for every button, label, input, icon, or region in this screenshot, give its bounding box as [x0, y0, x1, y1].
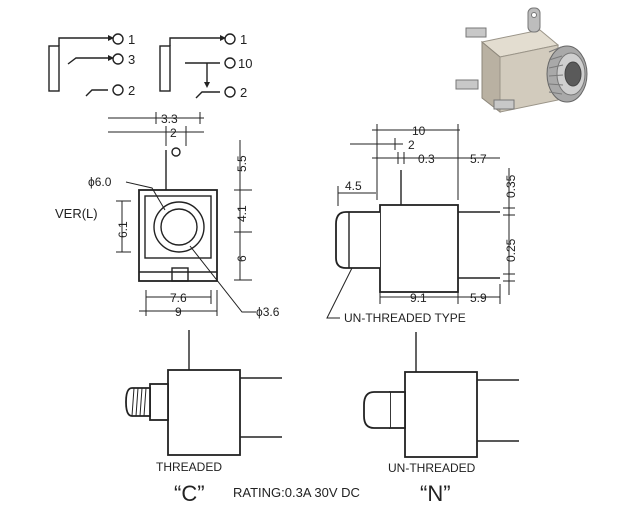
dim-pin-length: 5.9 [470, 291, 487, 305]
dim-inner-height-b: 6 [235, 255, 249, 262]
product-photo [455, 7, 588, 114]
dim-top-tab: 2 [170, 126, 177, 140]
dim-bottom-a: 7.6 [170, 291, 187, 305]
schematic-left: 1 3 2 [48, 32, 135, 98]
schematic-left-pin-3: 3 [128, 52, 135, 67]
threaded-variant: THREADED [125, 330, 282, 474]
dim-inner-height-a: 4.1 [235, 205, 249, 222]
schematic-left-pin-2: 2 [128, 83, 135, 98]
schematic-right-pin-1: 1 [240, 32, 247, 47]
dim-bottom-b: 9 [175, 305, 182, 319]
dim-top-pitch: 3.3 [161, 112, 178, 126]
dim-top-total: 10 [412, 124, 426, 138]
schematic-right-pin-2: 2 [240, 85, 247, 100]
threaded-label: THREADED [156, 460, 222, 474]
side-view: 10 2 0.3 5.7 4.5 0.35 0.25 9.1 5.9 UN-TH… [326, 124, 518, 325]
code-n: “N” [420, 481, 451, 506]
dim-pin-thick-b: 0.25 [504, 238, 518, 262]
dim-neck: 4.5 [345, 179, 362, 193]
unthreaded-label: UN-THREADED [388, 461, 476, 475]
unthreaded-variant: UN-THREADED [363, 332, 519, 475]
dim-left-height: 6.1 [116, 221, 130, 238]
dim-outer-diameter: ϕ6.0 [88, 175, 112, 189]
schematic-left-pin-1: 1 [128, 32, 135, 47]
dim-gap: 0.3 [418, 152, 435, 166]
side-view-caption: UN-THREADED TYPE [344, 311, 466, 325]
dim-tab-height: 5.5 [235, 155, 249, 172]
dim-top-small: 2 [408, 138, 415, 152]
dim-body-length: 9.1 [410, 291, 427, 305]
rating-text: RATING:0.3A 30V DC [233, 485, 360, 500]
schematic-right: 1 10 2 [159, 32, 252, 100]
ver-label: VER(L) [55, 206, 98, 221]
code-c: “C” [174, 481, 205, 506]
front-view: 3.3 2 ϕ6.0 VER(L) 6.1 5.5 4.1 6 7.6 9 ϕ3… [55, 112, 280, 319]
schematic-right-pin-10: 10 [238, 56, 252, 71]
dim-right-pin: 5.7 [470, 152, 487, 166]
dim-pin-thick-a: 0.35 [504, 174, 518, 198]
dim-inner-diameter: ϕ3.6 [256, 305, 280, 319]
